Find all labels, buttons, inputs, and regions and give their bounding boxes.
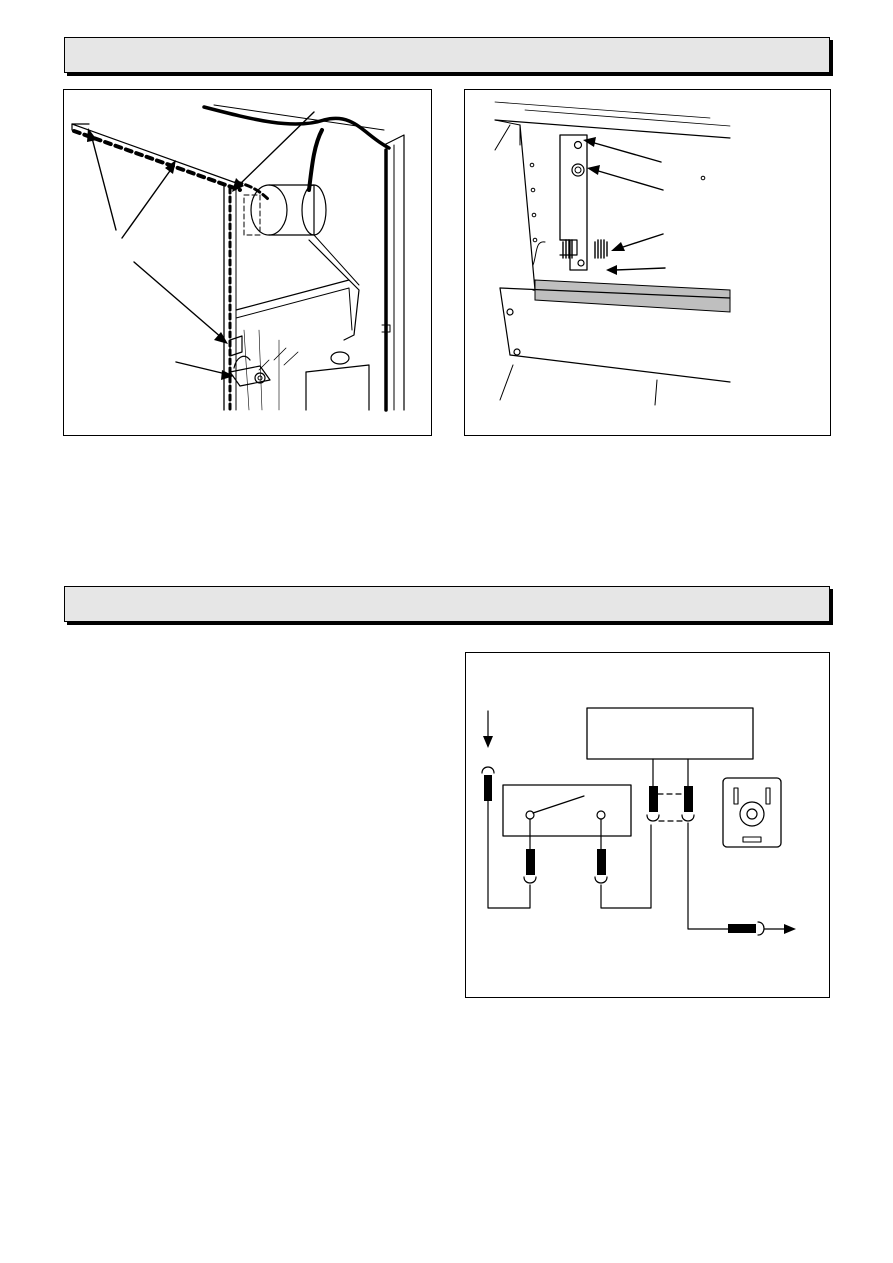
spring-hinge-illustration bbox=[464, 89, 831, 436]
wiring-diagram-drawing bbox=[481, 707, 796, 936]
switch-box bbox=[502, 784, 632, 837]
door-hinge-drawing bbox=[71, 104, 405, 412]
socket-symbol bbox=[722, 777, 782, 848]
door-hinge-illustration bbox=[63, 89, 432, 436]
appliance-box bbox=[586, 707, 754, 760]
leader-arrows-left bbox=[87, 111, 315, 380]
section-header-bar-2 bbox=[64, 586, 830, 622]
leader-arrows-right bbox=[583, 137, 666, 275]
side-holes bbox=[529, 162, 706, 243]
connector-plug bbox=[484, 775, 492, 801]
spring-hinge-drawing bbox=[494, 101, 731, 406]
spring-coil bbox=[532, 239, 608, 266]
wiring-diagram bbox=[465, 652, 830, 998]
section-header-bar-1 bbox=[64, 37, 830, 73]
